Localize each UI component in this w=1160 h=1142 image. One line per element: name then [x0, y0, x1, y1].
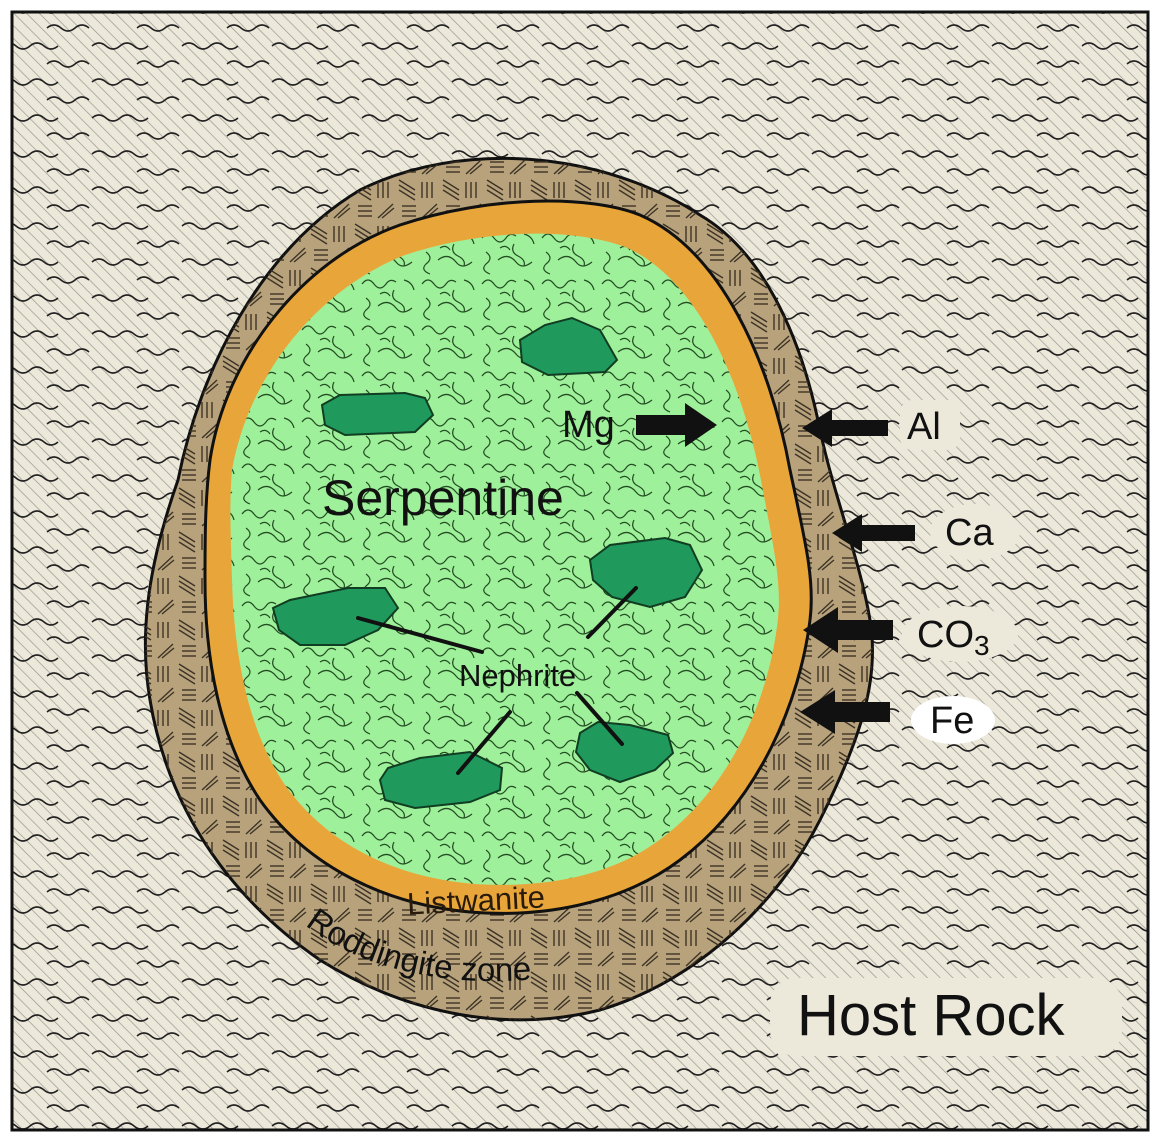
nephrite-body: [588, 536, 704, 609]
fe-label-bg: [911, 696, 995, 744]
serpentine-label: Serpentine: [322, 470, 564, 526]
leader-line: [575, 691, 624, 746]
nephrite-body: [271, 587, 400, 646]
ion-arrows: [636, 403, 915, 734]
co3-subscript: 3: [974, 630, 990, 661]
arrow-mg-icon: [636, 403, 717, 447]
ca-label-bg: [930, 504, 1020, 560]
ion-label-backgrounds: [900, 400, 1020, 744]
nephrite-body: [574, 720, 675, 784]
diagram-frame: [10, 10, 1150, 1132]
leader-line: [456, 710, 512, 775]
al-label: Al: [907, 406, 941, 448]
nephrite-body: [518, 316, 619, 377]
co3-main: CO: [917, 614, 974, 656]
nephrite-label: Nephrite: [459, 658, 576, 693]
arrow-ca-icon: [832, 514, 915, 552]
arrow-al-icon: [802, 409, 888, 447]
al-label-bg: [900, 400, 960, 450]
nephrite-leaders: [356, 586, 638, 775]
mg-label: Mg: [562, 404, 615, 446]
host-rock-label-bg: [770, 978, 1122, 1056]
leader-line: [356, 616, 484, 654]
arrow-co3-icon: [803, 607, 893, 653]
leader-line: [586, 586, 638, 639]
listwanite-label: Listwanite: [406, 879, 546, 921]
host-rock-label: Host Rock: [797, 983, 1066, 1048]
arrow-fe-icon: [800, 690, 890, 734]
co3-label: CO3: [917, 614, 990, 661]
co3-label-bg: [902, 606, 1018, 662]
fe-label: Fe: [930, 700, 974, 742]
nephrite-body: [320, 391, 435, 437]
nephrite-body: [378, 750, 504, 810]
nephrite-bodies: [271, 316, 704, 810]
ca-label: Ca: [945, 512, 994, 554]
